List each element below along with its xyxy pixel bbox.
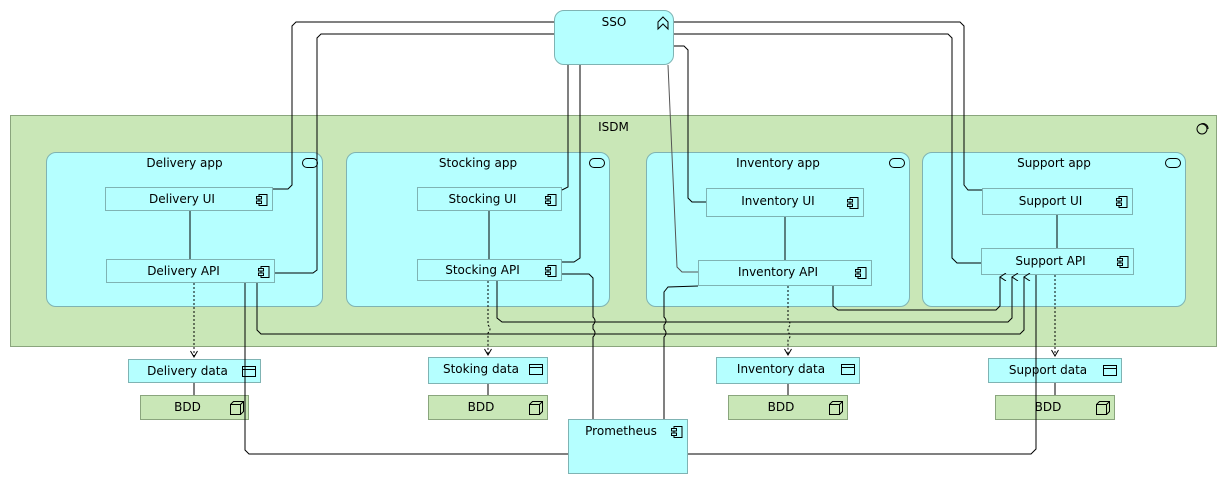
app-support[interactable]: Support app (922, 152, 1186, 307)
component-label: Support UI (1018, 194, 1083, 208)
app-label: Inventory app (736, 156, 820, 170)
delivery-to-support-flow (256, 277, 1024, 335)
component-support-ui[interactable]: Support UI (982, 188, 1133, 215)
component-icon (855, 267, 867, 279)
data-object-label: Support data (1008, 363, 1088, 377)
application-collaboration-icon (889, 158, 905, 168)
interface-sso[interactable]: SSO (554, 10, 674, 65)
application-interface-icon (657, 16, 669, 31)
component-icon (545, 265, 557, 277)
prometheus-support-api-link (688, 275, 1037, 455)
component-delivery-ui[interactable]: Delivery UI (105, 187, 273, 211)
component-icon (671, 426, 683, 438)
component-label: Inventory API (737, 265, 819, 279)
component-icon (258, 266, 270, 278)
component-icon (847, 197, 859, 209)
app-stocking[interactable]: Stocking app (346, 152, 610, 307)
component-inventory-ui[interactable]: Inventory UI (706, 188, 864, 217)
sso-support-api-link (674, 33, 981, 264)
data-object-icon (841, 364, 855, 375)
component-icon (545, 194, 557, 206)
component-label: Inventory UI (741, 194, 815, 208)
data-object-label: Inventory data (736, 362, 826, 376)
component-label: Support API (1015, 254, 1086, 268)
node-bdd-delivery[interactable]: BDD (140, 395, 249, 420)
component-prometheus[interactable]: Prometheus (568, 419, 688, 474)
node-icon (1096, 401, 1110, 415)
stocking-api-data-access (484, 281, 492, 356)
location-icon (1196, 123, 1209, 135)
sso-inventory-api-link (667, 64, 698, 273)
data-object-support[interactable]: Support data (988, 358, 1122, 383)
prometheus-delivery-api-link (244, 283, 568, 455)
component-stocking-ui[interactable]: Stocking UI (417, 187, 562, 211)
data-object-label: Delivery data (147, 364, 228, 378)
inventory-api-data-access (784, 286, 792, 356)
node-label: BDD (174, 400, 201, 414)
sso-delivery-api-link (275, 33, 554, 274)
node-label: BDD (767, 400, 795, 414)
component-icon (256, 194, 268, 206)
app-label: Delivery app (146, 156, 223, 170)
node-icon (829, 401, 843, 415)
component-label: Delivery API (147, 264, 220, 278)
sso-label: SSO (601, 15, 627, 29)
data-object-icon (529, 364, 543, 375)
application-collaboration-icon (589, 158, 605, 168)
sso-stocking-api-link (562, 65, 581, 263)
sso-support-ui-link (674, 21, 982, 191)
node-bdd-support[interactable]: BDD (995, 395, 1115, 420)
node-icon (230, 401, 244, 415)
application-collaboration-icon (1165, 158, 1181, 168)
data-object-delivery[interactable]: Delivery data (128, 359, 261, 383)
component-stocking-api[interactable]: Stocking API (417, 259, 562, 281)
component-icon (1116, 196, 1128, 208)
node-bdd-stocking[interactable]: BDD (428, 395, 548, 420)
app-label: Support app (1017, 156, 1091, 170)
app-label: Stocking app (438, 156, 518, 170)
component-label: Stocking API (445, 263, 520, 277)
isdm-group-label: ISDM (598, 120, 629, 134)
node-label: BDD (1034, 400, 1062, 414)
data-object-stocking[interactable]: Stoking data (428, 357, 548, 384)
node-icon (529, 401, 543, 415)
data-object-inventory[interactable]: Inventory data (716, 357, 860, 384)
component-label: Delivery UI (149, 192, 215, 206)
node-label: BDD (467, 400, 495, 414)
component-inventory-api[interactable]: Inventory API (698, 260, 872, 286)
stocking-to-support-flow (496, 277, 1012, 323)
component-label: Stocking UI (448, 192, 517, 206)
sso-delivery-ui-link (273, 21, 554, 190)
component-support-api[interactable]: Support API (981, 248, 1134, 275)
prometheus-inventory-api-link (663, 285, 699, 419)
inventory-to-support-flow (832, 277, 1000, 311)
component-label: Prometheus (585, 424, 657, 438)
node-bdd-inventory[interactable]: BDD (728, 395, 848, 420)
prometheus-stocking-api-link (562, 273, 596, 419)
sso-inventory-ui-link (674, 45, 706, 203)
data-object-icon (1103, 365, 1117, 376)
component-icon (1117, 256, 1129, 268)
component-delivery-api[interactable]: Delivery API (106, 259, 275, 283)
sso-stocking-ui-link (561, 65, 569, 191)
data-object-label: Stoking data (442, 362, 519, 376)
